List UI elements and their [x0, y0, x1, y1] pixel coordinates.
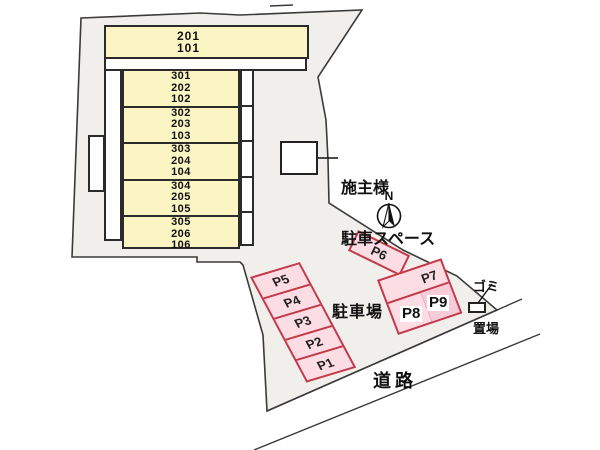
garbage-area-box: [468, 302, 486, 313]
road-lower-edge: [253, 333, 541, 450]
compass-north-label: N: [384, 189, 394, 203]
north-compass-icon: [376, 202, 402, 229]
owner-parking-space-box: [280, 141, 318, 175]
parking-space-p8-label: P8: [400, 305, 423, 322]
parking-space-p9-label: P9: [427, 294, 450, 311]
building-stair-landing: [88, 135, 105, 192]
unit-201-101: 201 101: [104, 25, 309, 59]
garbage-area-label: ゴミ 置場: [473, 279, 500, 336]
road-upper-edge: [266, 298, 523, 412]
building-corridor-left: [104, 69, 122, 241]
road-label: 道路: [373, 371, 417, 391]
building-corridor-right: [240, 69, 254, 246]
parking-lot-label: 駐車場: [332, 304, 384, 321]
garbage-leader-line: [477, 283, 493, 304]
unit-201-101-label: 201 101: [176, 29, 201, 55]
boundary-notch-line: [269, 4, 294, 7]
owner-parking-label: 施主様 駐車スペース: [341, 180, 436, 248]
